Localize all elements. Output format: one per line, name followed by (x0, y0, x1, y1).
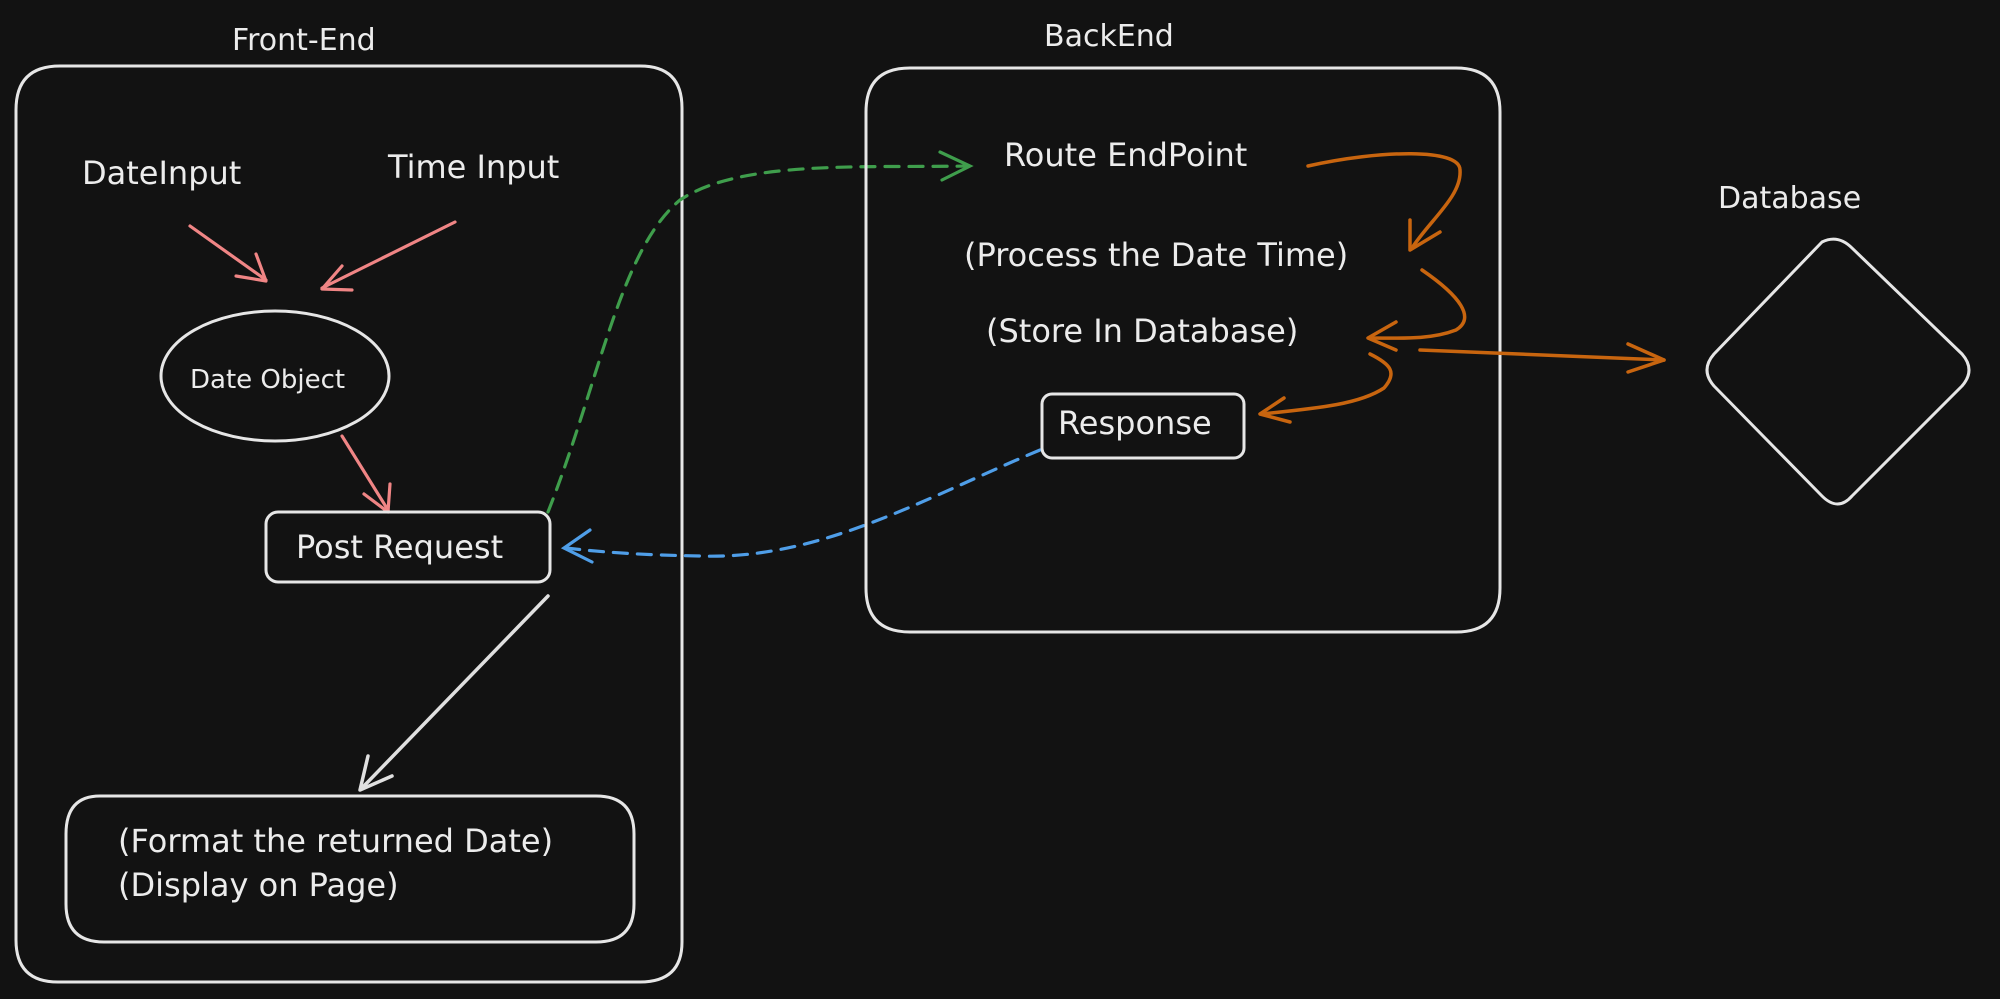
date-input-arrow (188, 224, 268, 283)
format-date-label: (Format the returned Date) (118, 822, 553, 860)
store-db-label: (Store In Database) (986, 312, 1298, 350)
backend-title: BackEnd (1044, 19, 1174, 54)
backend-container (864, 66, 1502, 634)
response-arrow (560, 448, 1042, 564)
request-arrow (546, 150, 974, 514)
store-to-database-arrow (1418, 342, 1666, 374)
date-object-to-post-arrow (340, 434, 392, 514)
display-page-label: (Display on Page) (118, 866, 399, 904)
process-to-store-arrow (1366, 268, 1467, 352)
frontend-container (14, 64, 684, 984)
time-input-label: Time Input (387, 148, 559, 186)
route-to-process-arrow (1306, 152, 1462, 252)
frontend-title: Front-End (232, 23, 376, 58)
post-request-box (264, 510, 552, 584)
post-request-label: Post Request (296, 528, 503, 566)
format-display-box (64, 794, 636, 944)
date-object-label: Date Object (190, 365, 345, 395)
post-to-format-arrow (358, 594, 550, 792)
process-datetime-label: (Process the Date Time) (964, 236, 1348, 274)
route-endpoint-label: Route EndPoint (1004, 136, 1247, 174)
date-input-label: DateInput (82, 154, 241, 192)
response-label: Response (1058, 404, 1212, 442)
database-title: Database (1718, 181, 1861, 216)
database-diamond (1705, 237, 1971, 506)
date-object-ellipse (159, 309, 391, 443)
response-box (1040, 392, 1246, 460)
time-input-arrow (320, 220, 457, 292)
store-to-response-arrow (1258, 352, 1393, 424)
